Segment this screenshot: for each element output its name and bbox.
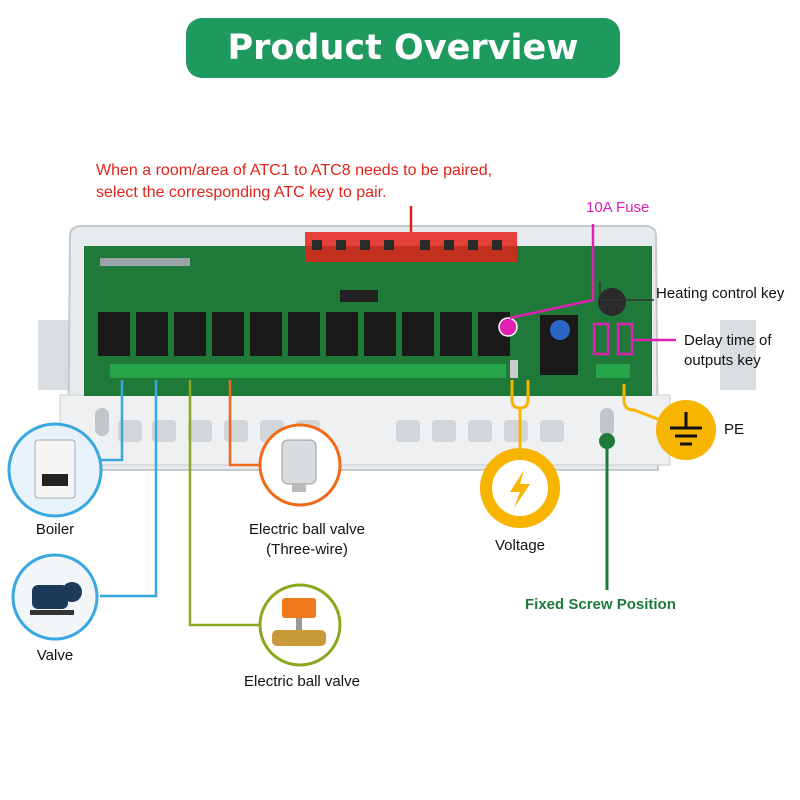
- fuse-label: 10A Fuse: [586, 199, 650, 216]
- pcb-board: [84, 232, 652, 396]
- three-wire-valve-label: Electric ball valve (Three-wire): [232, 520, 382, 560]
- actuator-badge: [258, 423, 342, 507]
- pe-label: PE: [724, 421, 745, 438]
- delay-time-line2: outputs key: [684, 352, 761, 369]
- voltage-label: Voltage: [494, 537, 546, 554]
- pump-badge: [11, 553, 99, 641]
- ball-valve-icon: [272, 598, 326, 646]
- delay-time-line1: Delay time of: [684, 332, 772, 349]
- boiler-icon: [34, 439, 76, 499]
- ball-valve-badge: [258, 583, 342, 667]
- pairing-note-line1: When a room/area of ATC1 to ATC8 needs t…: [96, 162, 493, 179]
- page-title: Product Overview: [186, 18, 620, 78]
- boiler-label: Boiler: [35, 521, 75, 538]
- delay-time-label: Delay time of outputs key: [684, 331, 772, 371]
- callout-lines: [100, 206, 676, 627]
- pairing-note: When a room/area of ATC1 to ATC8 needs t…: [96, 160, 492, 204]
- three-wire-valve-line1: Electric ball valve: [249, 521, 365, 538]
- voltage-badge: [480, 448, 560, 528]
- three-wire-valve-line2: (Three-wire): [266, 541, 348, 558]
- fixed-screw-label: Fixed Screw Position: [525, 596, 676, 613]
- heating-control-key-label: Heating control key: [656, 285, 785, 302]
- boiler-badge: [7, 422, 103, 518]
- ground-icon: [670, 412, 702, 446]
- pe-badge: [656, 400, 716, 460]
- pump-icon: [30, 582, 82, 615]
- ball-valve-label: Electric ball valve: [244, 673, 360, 690]
- valve-label: Valve: [36, 647, 74, 664]
- lightning-icon: [510, 470, 530, 508]
- pairing-note-line2: select the corresponding ATC key to pair…: [96, 184, 387, 201]
- actuator-icon: [281, 439, 317, 492]
